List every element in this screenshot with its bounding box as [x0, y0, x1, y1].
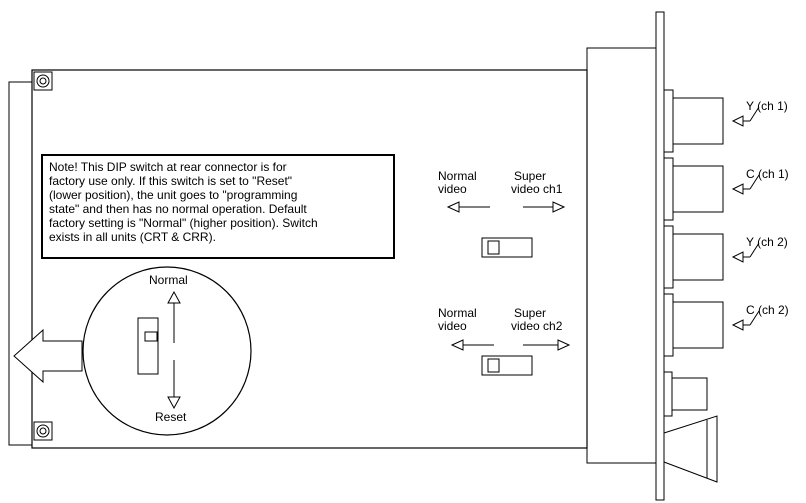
detail-normal-label: Normal [149, 273, 188, 287]
switch-detail-circle [82, 266, 252, 436]
switch2-normal-line2: video [438, 319, 467, 333]
bnc-connector-y-ch2 [663, 225, 724, 289]
board-left-edge [8, 81, 32, 446]
pointer-y-ch2-icon [731, 242, 760, 263]
switch1-super-line2: video ch1 [511, 182, 563, 196]
note-line: factory use only. If this switch is set … [49, 174, 293, 188]
switch2-dip [481, 355, 533, 376]
note-line: state" and then has no normal operation.… [49, 202, 307, 216]
note-line: factory setting is "Normal" (higher posi… [49, 216, 318, 230]
rear-panel [586, 47, 657, 464]
connector-label-c-ch1: C (ch 1) [746, 167, 789, 181]
detail-dip-switch [137, 317, 159, 375]
mounting-hole-top [33, 71, 53, 91]
connector-label-c-ch2: C (ch 2) [746, 303, 789, 317]
bnc-connector-y-ch1 [663, 89, 724, 153]
switch2-right-arrow-icon [523, 339, 571, 351]
detail-reset-label: Reset [155, 410, 187, 424]
small-connector [663, 371, 708, 417]
mounting-hole-bottom [33, 421, 53, 441]
connector-label-y-ch1: Y (ch 1) [746, 99, 788, 113]
reset-direction-arrow-icon [167, 360, 181, 410]
switch1-super-line1: Super [514, 169, 547, 183]
switch1-dip [481, 237, 533, 258]
switch2-left-arrow-icon [450, 339, 494, 351]
switch2-normal-line1: Normal [438, 306, 477, 320]
pointer-c-ch1-icon [731, 174, 760, 195]
switch1-normal-line1: Normal [438, 169, 477, 183]
pointer-c-ch2-icon [731, 310, 760, 331]
note-line: exists in all units (CRT & CRR). [49, 230, 216, 244]
switch1-super-label: Super video ch1 [511, 170, 562, 196]
callout-arrow [13, 328, 83, 384]
normal-direction-arrow-icon [167, 290, 181, 343]
pointer-y-ch1-icon [731, 106, 760, 127]
switch2-super-label: Super video ch2 [511, 307, 562, 333]
switch1-normal-label: Normal video [438, 170, 477, 196]
factory-note: Note! This DIP switch at rear connector … [41, 154, 395, 259]
switch2-super-line2: video ch2 [511, 319, 563, 333]
switch1-left-arrow-icon [446, 201, 490, 213]
switch2-normal-label: Normal video [438, 307, 477, 333]
dsub-connector [663, 415, 718, 483]
bnc-connector-c-ch2 [663, 293, 724, 357]
note-line: (lower position), the unit goes to "prog… [49, 188, 298, 202]
note-line: Note! This DIP switch at rear connector … [49, 160, 287, 174]
switch1-right-arrow-icon [523, 201, 566, 213]
bnc-connector-c-ch1 [663, 157, 724, 221]
rear-plate [655, 11, 665, 501]
switch2-super-line1: Super [514, 306, 547, 320]
switch1-normal-line2: video [438, 182, 467, 196]
connector-label-y-ch2: Y (ch 2) [746, 235, 788, 249]
